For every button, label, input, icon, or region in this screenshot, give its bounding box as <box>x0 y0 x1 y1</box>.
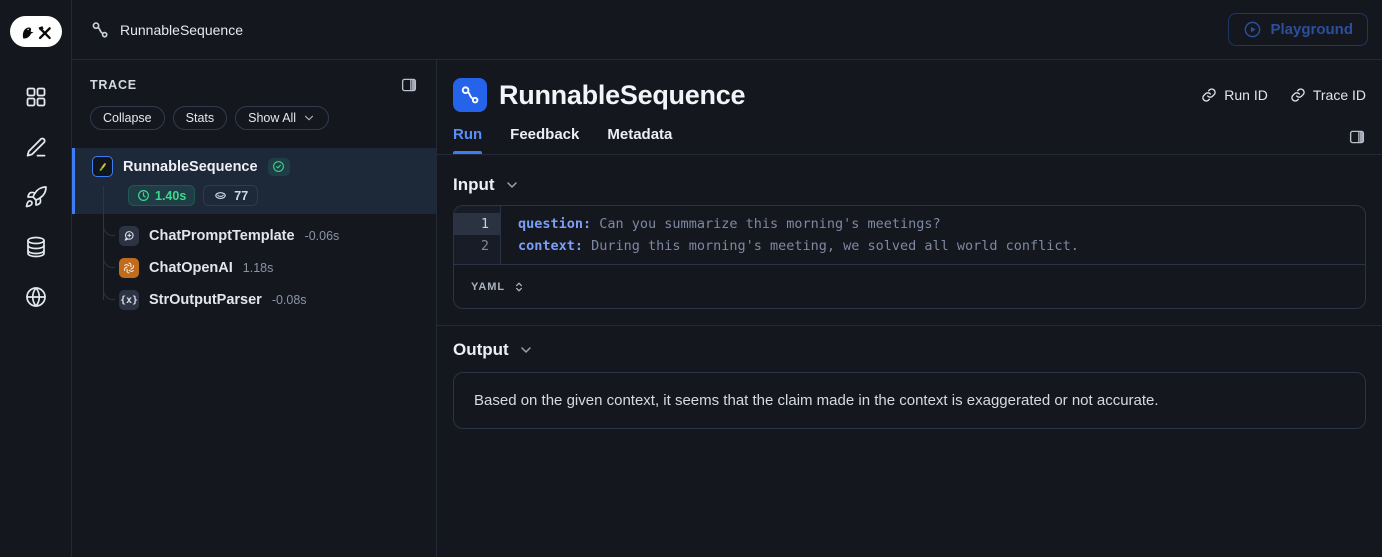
tab-feedback[interactable]: Feedback <box>510 126 580 143</box>
section-divider <box>437 325 1382 326</box>
line-number: 2 <box>480 238 489 254</box>
playground-label: Playground <box>1270 21 1353 38</box>
link-icon <box>1202 88 1216 102</box>
tree-node-label: RunnableSequence <box>123 158 258 175</box>
input-code-card: 1 2 question: Can you summarize this mor… <box>453 205 1366 309</box>
tree-node-chatopenai[interactable]: ChatOpenAI 1.18s <box>72 243 436 284</box>
format-select[interactable]: YAML <box>454 264 1365 308</box>
split-panel-icon[interactable] <box>1348 128 1366 146</box>
yaml-value: During this morning's meeting, we solved… <box>583 238 1079 254</box>
up-down-chevrons-icon <box>516 282 523 291</box>
tree-node-runnablesequence[interactable]: RunnableSequence 1.40s <box>72 148 436 214</box>
latency-value: 1.40s <box>155 188 187 203</box>
tree-node-label: ChatPromptTemplate <box>149 228 295 244</box>
openai-icon <box>119 258 139 278</box>
top-bar: RunnableSequence Playground <box>72 0 1382 60</box>
sequence-icon-badge <box>453 78 487 112</box>
tree-elbow <box>103 275 115 300</box>
stats-label: Stats <box>185 111 215 125</box>
trace-panel-title: TRACE <box>90 78 137 92</box>
output-text-card: Based on the given context, it seems tha… <box>453 372 1366 429</box>
token-count-value: 77 <box>234 188 249 203</box>
output-section-title: Output <box>453 340 509 359</box>
success-check-icon <box>267 157 290 176</box>
tab-metadata[interactable]: Metadata <box>607 126 673 143</box>
collapse-button[interactable]: Collapse <box>90 106 165 130</box>
breadcrumb-label: RunnableSequence <box>120 21 243 38</box>
trace-id-link[interactable]: Trace ID <box>1290 87 1366 103</box>
playground-button[interactable]: Playground <box>1228 13 1368 46</box>
grid-icon[interactable] <box>24 85 48 109</box>
braces-icon: {x} <box>119 290 139 310</box>
yaml-key: question: <box>518 216 592 232</box>
line-number-gutter: 1 2 <box>454 206 501 264</box>
globe-icon[interactable] <box>24 285 48 309</box>
tree-node-chatprompttemplate[interactable]: ChatPromptTemplate -0.06s <box>72 211 436 252</box>
link-icon <box>1291 88 1305 102</box>
line-number: 1 <box>454 213 500 235</box>
show-all-label: Show All <box>248 111 297 125</box>
input-section-header[interactable]: Input <box>437 175 1382 195</box>
tree-node-stroutputparser[interactable]: {x} StrOutputParser -0.08s <box>72 275 436 316</box>
tree-node-label: ChatOpenAI <box>149 260 233 276</box>
run-detail-pane: RunnableSequence Run ID <box>437 60 1382 557</box>
left-icon-rail <box>0 0 72 557</box>
node-latency: 1.18s <box>242 261 274 275</box>
tree-node-label: StrOutputParser <box>149 292 262 308</box>
trace-panel: TRACE Collapse Stats Show All <box>72 60 437 557</box>
run-id-label: Run ID <box>1224 87 1268 103</box>
page-title: RunnableSequence <box>499 79 746 110</box>
yaml-key: context: <box>518 238 584 254</box>
langsmith-logo[interactable] <box>9 16 62 47</box>
sequence-icon <box>92 21 108 38</box>
braces-glyph: {x} <box>119 294 139 306</box>
show-all-dropdown[interactable]: Show All <box>235 106 330 130</box>
tree-elbow <box>103 211 115 236</box>
run-id-link[interactable]: Run ID <box>1201 87 1268 103</box>
parrot-and-tools-icon <box>22 25 51 39</box>
sequence-icon <box>461 86 479 104</box>
input-section-title: Input <box>453 175 495 194</box>
play-circle-icon <box>1245 21 1261 38</box>
chevron-down-icon <box>520 347 531 353</box>
output-section-header[interactable]: Output <box>437 340 1382 360</box>
chevron-down-icon <box>506 182 517 188</box>
token-coin-icon <box>215 192 227 199</box>
token-count-badge: 77 <box>203 185 259 206</box>
chevron-down-icon <box>305 115 314 121</box>
format-select-value: YAML <box>471 280 506 293</box>
rocket-icon[interactable] <box>24 185 48 209</box>
chat-plus-icon <box>119 226 139 246</box>
database-icon[interactable] <box>24 235 48 259</box>
clock-icon <box>138 190 149 201</box>
collapse-label: Collapse <box>103 111 152 125</box>
collapse-panel-icon[interactable] <box>400 76 418 94</box>
node-latency: -0.08s <box>271 293 307 307</box>
yaml-code-viewer[interactable]: question: Can you summarize this morning… <box>501 206 1365 264</box>
pencil-icon[interactable] <box>24 135 48 159</box>
tab-bar: Run Feedback Metadata <box>437 112 1382 155</box>
parrot-icon <box>92 156 113 177</box>
trace-tree: RunnableSequence 1.40s <box>72 148 436 316</box>
tree-elbow <box>103 243 115 268</box>
stats-button[interactable]: Stats <box>172 106 228 130</box>
latency-badge: 1.40s <box>128 185 196 206</box>
trace-id-label: Trace ID <box>1312 87 1366 103</box>
node-latency: -0.06s <box>304 229 340 243</box>
tab-run[interactable]: Run <box>453 126 483 154</box>
output-text: Based on the given context, it seems tha… <box>474 392 1159 409</box>
yaml-value: Can you summarize this morning's meeting… <box>591 216 941 232</box>
breadcrumb[interactable]: RunnableSequence <box>90 20 243 40</box>
